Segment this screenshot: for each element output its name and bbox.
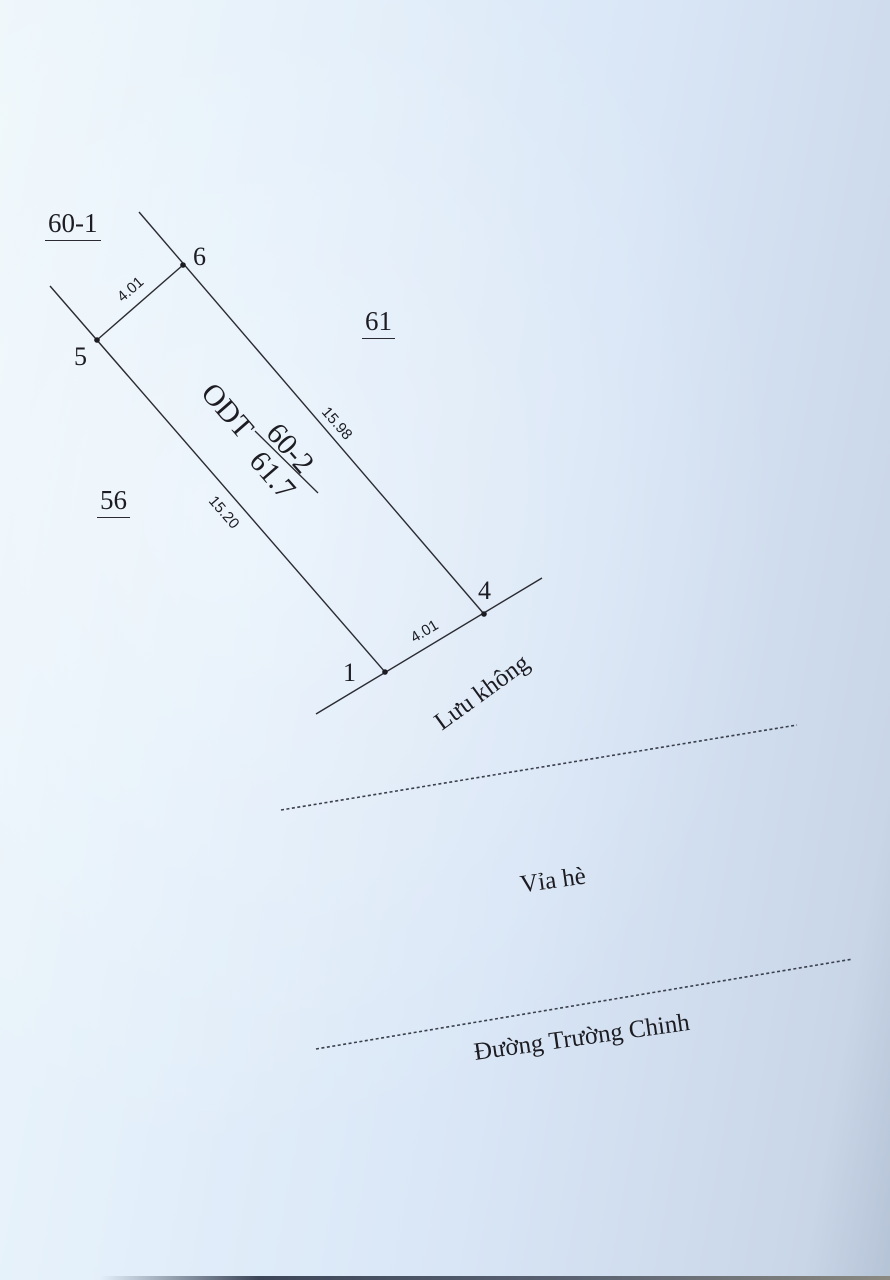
boundary-line-6-4: [138, 211, 485, 615]
neighbor-parcel-60-1: 60-1: [45, 210, 101, 241]
boundary-line-5-6: [96, 264, 184, 341]
vertex-label-4: 4: [478, 576, 491, 605]
vertex-dot-4: [481, 611, 487, 617]
vertex-dot-6: [180, 262, 186, 268]
paper-bottom-edge: [100, 1276, 890, 1280]
neighbor-parcel-61: 61: [362, 308, 395, 339]
street-dashed-line: [315, 958, 854, 1050]
vertex-dot-1: [382, 669, 388, 675]
front-boundary-line: [315, 577, 543, 715]
vertex-dot-5: [94, 337, 100, 343]
vertex-label-5: 5: [74, 342, 87, 371]
neighbor-parcel-56: 56: [97, 487, 130, 518]
parcel-label-divider: [254, 430, 319, 494]
boundary-line-5-1: [49, 285, 386, 673]
vertex-label-1: 1: [343, 658, 356, 687]
sidewalk-dashed-line: [280, 724, 798, 811]
vertex-label-6: 6: [193, 242, 206, 271]
